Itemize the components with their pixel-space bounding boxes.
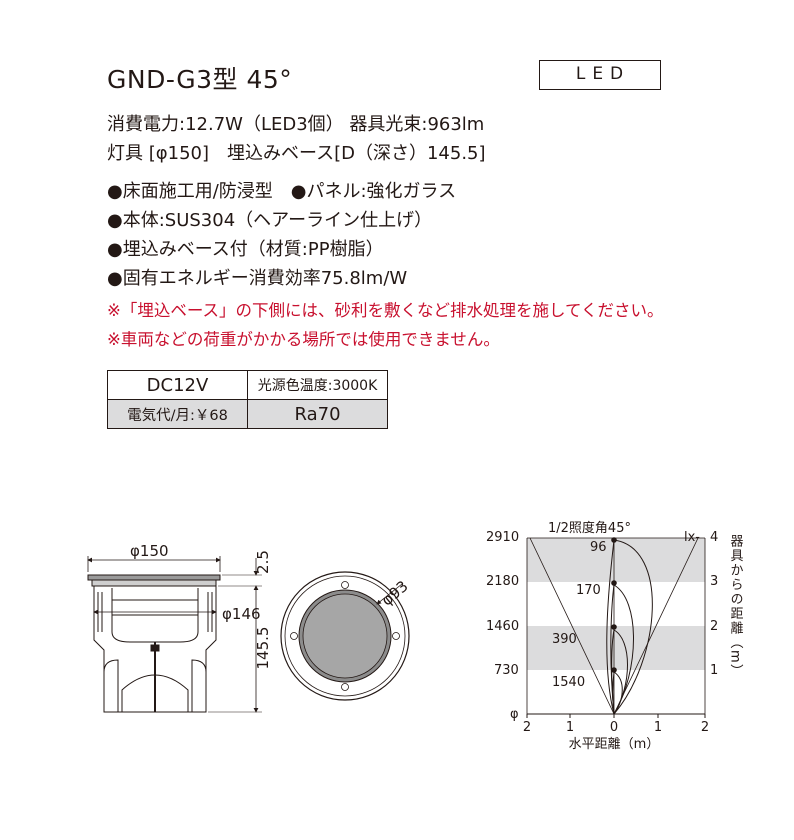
lux-label: 390 (552, 632, 577, 647)
y-tick-left: 730 (494, 663, 519, 678)
feature-item: ●床面施工用/防浸型 ●パネル:強化ガラス (107, 181, 457, 202)
y-tick-left: 2910 (486, 530, 519, 545)
flange-shape (87, 574, 221, 581)
y-tick-right: 4 (710, 530, 718, 545)
x-tick: 1 (654, 720, 662, 735)
dim-inner-diameter: φ146 (222, 605, 261, 623)
lux-label: 96 (590, 540, 607, 555)
lux-label: 1540 (552, 675, 585, 690)
feature-item: ●本体:SUS304（ヘアーライン仕上げ） (107, 210, 433, 231)
product-title: GND-G3型 45° (107, 65, 293, 94)
x-tick: 2 (523, 720, 531, 735)
lx-label: lx- (684, 530, 700, 545)
light-distribution-chart: 1/2照度角45° lx- 2910 2180 1460 730 φ 4 3 2… (486, 520, 743, 752)
x-tick: 0 (610, 720, 618, 735)
y-tick-right: 3 (710, 574, 718, 589)
y-tick-left: 1460 (486, 619, 519, 634)
y-tick-right: 2 (710, 619, 718, 634)
distance-band (527, 626, 705, 670)
phi-label: φ (510, 707, 519, 722)
lamp-body (91, 579, 217, 587)
dim-front-diameter: φ93 (378, 577, 412, 609)
cost-cell: 電気代/月:￥68 (107, 399, 248, 429)
side-view-drawing (87, 556, 262, 713)
spec-table: DC12V 光源色温度:3000K 電気代/月:￥68 Ra70 (107, 370, 388, 429)
dim-top-height: 2.5 (254, 550, 272, 574)
x-axis-label: 水平距離（m） (569, 737, 660, 752)
front-view-drawing (280, 571, 410, 701)
warning-note: ※車両などの荷重がかかる場所では使用できません。 (107, 330, 500, 349)
spec-power: 消費電力:12.7W（LED3個） 器具光束:963lm (107, 114, 485, 135)
chart-title: 1/2照度角45° (548, 520, 631, 536)
spec-size: 灯具 [φ150] 埋込みベース[D（深さ）145.5] (107, 143, 486, 164)
y-tick-left: 2180 (486, 574, 519, 589)
feature-item: ●固有エネルギー消費効率75.8lm/W (107, 268, 408, 289)
distance-band (527, 538, 705, 582)
feature-item: ●埋込みベース付（材質:PP樹脂） (107, 239, 384, 260)
dim-body-height: 145.5 (254, 627, 272, 670)
warning-note: ※「埋込ベース」の下側には、砂利を敷くなど排水処理を施してください。 (107, 301, 664, 320)
x-tick: 1 (566, 720, 574, 735)
dim-outer-diameter: φ150 (130, 542, 169, 560)
lux-label: 170 (576, 583, 601, 598)
y-axis-label: 器具からの距離（m） (728, 534, 744, 679)
y-tick-right: 1 (710, 663, 718, 678)
led-badge: LED (539, 60, 661, 90)
x-tick: 2 (701, 720, 709, 735)
ra-cell: Ra70 (247, 399, 388, 429)
